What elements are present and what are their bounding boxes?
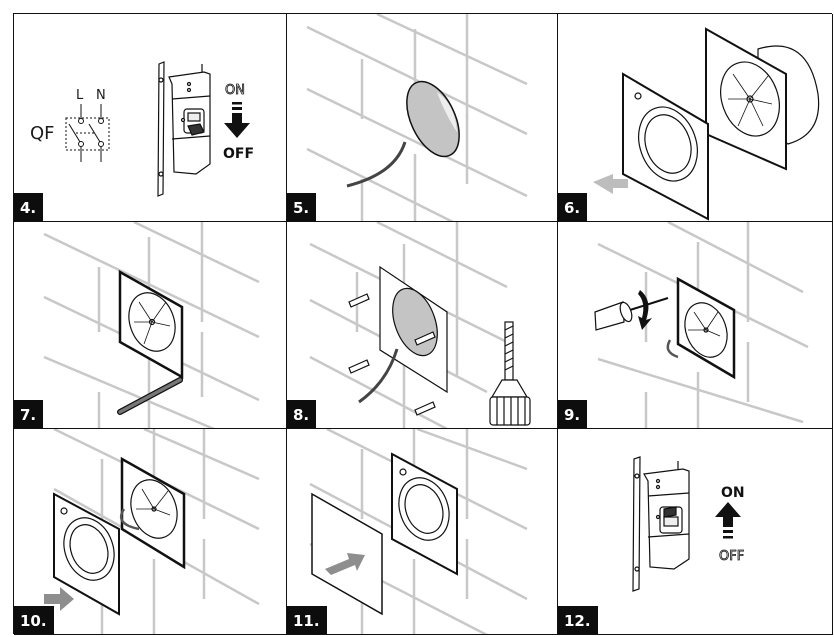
circuit-breaker-icon — [632, 456, 690, 592]
step-panel-4: QF L N — [14, 14, 287, 222]
arrow-up-right-icon — [325, 553, 365, 575]
step-number: 7. — [14, 400, 44, 428]
screwdriver-icon — [594, 297, 669, 331]
step-panel-5: 5. — [287, 14, 558, 222]
front-panel-icon — [53, 492, 120, 616]
brick-wall-lines — [306, 14, 528, 221]
step-number: 11. — [287, 606, 327, 634]
cable-icon — [358, 348, 399, 404]
wall-dowel-icons — [348, 293, 436, 416]
step-panel-9: 9. — [558, 222, 833, 429]
screw-fan-illustration — [594, 222, 809, 428]
fan-frame-icon — [666, 276, 736, 380]
pencil-icon — [117, 377, 183, 415]
on-label: ON — [721, 485, 745, 501]
terminal-l-label: L — [76, 88, 84, 103]
fan-frame-icon — [118, 269, 184, 380]
step-panel-8: 8. — [287, 222, 558, 429]
step-panel-7: 7. — [14, 222, 287, 429]
breaker-off-illustration: QF L N — [30, 61, 254, 197]
step-panel-11: 11. — [287, 429, 558, 635]
off-label: OFF — [223, 146, 254, 162]
step-number: 6. — [558, 193, 588, 221]
step-number: 8. — [287, 400, 317, 428]
front-panel-icon — [622, 72, 709, 221]
rotate-arrow-icon — [638, 290, 652, 330]
breaker-on-illustration: ON OFF — [632, 456, 745, 592]
attach-front-panel-illustration — [44, 429, 260, 634]
step-number: 10. — [14, 606, 54, 634]
mark-holes-illustration — [43, 222, 260, 428]
circuit-diagram-icon — [65, 104, 110, 162]
step-number: 5. — [287, 193, 317, 221]
step-panel-6: 6. — [558, 14, 833, 222]
off-label-outline: OFF — [719, 549, 744, 564]
decorative-cover — [311, 492, 383, 616]
step-number: 12. — [558, 606, 598, 634]
step-number: 4. — [14, 193, 44, 221]
attach-cover-illustration — [309, 429, 528, 634]
remove-panel-illustration — [593, 27, 820, 221]
arrow-up-icon — [715, 502, 741, 539]
arrow-down-icon — [224, 102, 250, 138]
brick-wall-lines — [43, 222, 260, 428]
cable-icon — [119, 508, 140, 531]
drill-dowels-illustration — [309, 222, 531, 428]
cable-icon — [346, 141, 407, 188]
arrow-right-icon — [44, 587, 74, 611]
fan-body-icon — [705, 27, 820, 171]
terminal-n-label: N — [96, 88, 106, 103]
hole-shadow — [437, 92, 457, 132]
drill-icon — [489, 321, 531, 426]
front-panel-icon — [391, 452, 458, 576]
step-panel-10: 10. — [14, 429, 287, 635]
wall-hole — [406, 80, 460, 158]
wall-hole-illustration — [306, 14, 528, 221]
on-label-outline: ON — [225, 83, 245, 98]
step-number: 9. — [558, 400, 588, 428]
fan-frame-icon — [120, 456, 186, 570]
arrow-left-icon — [593, 174, 628, 194]
circuit-breaker-icon — [157, 61, 211, 197]
step-panel-12: ON OFF 12. — [558, 429, 833, 635]
qf-label: QF — [30, 123, 55, 144]
instruction-grid: QF L N — [13, 13, 833, 635]
